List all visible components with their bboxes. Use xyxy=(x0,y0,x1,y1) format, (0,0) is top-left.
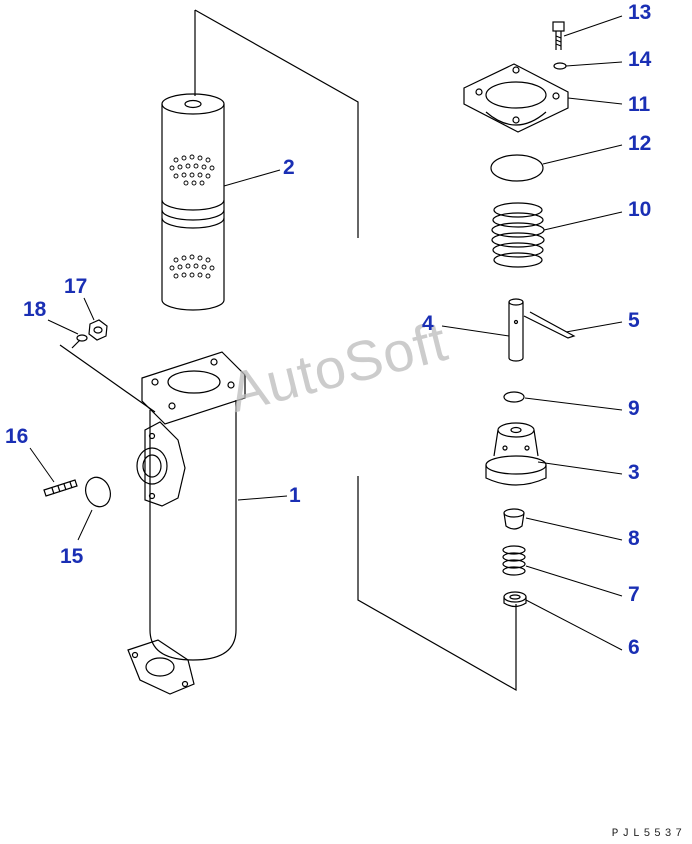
callout-2: 2 xyxy=(283,156,295,179)
pin-5 xyxy=(523,311,576,339)
spring-10 xyxy=(491,202,545,268)
o-ring-15 xyxy=(85,476,111,508)
perforation-pattern-lower xyxy=(169,254,215,279)
callout-12: 12 xyxy=(628,132,652,155)
stud-bolt-16 xyxy=(43,479,78,497)
callout-13: 13 xyxy=(628,1,652,24)
callout-8: 8 xyxy=(628,527,640,550)
drawing-code: PJL5537 xyxy=(611,828,686,840)
callout-11: 11 xyxy=(628,93,651,116)
washer-9 xyxy=(503,391,525,403)
o-ring-12 xyxy=(490,154,544,182)
pin-4 xyxy=(508,298,524,362)
leader-lines xyxy=(29,15,623,651)
perforation-pattern-upper xyxy=(169,154,215,186)
callout-14: 14 xyxy=(628,48,652,71)
callout-10: 10 xyxy=(628,198,652,221)
callout-7: 7 xyxy=(628,583,640,606)
nut-17 xyxy=(88,319,108,341)
callout-6: 6 xyxy=(628,636,640,659)
strainer-element xyxy=(161,93,225,311)
callout-9: 9 xyxy=(628,397,640,420)
callout-5: 5 xyxy=(628,309,640,332)
washer-18 xyxy=(76,334,88,342)
callout-16: 16 xyxy=(5,425,29,448)
callout-3: 3 xyxy=(628,461,640,484)
spring-7 xyxy=(502,545,526,576)
callout-17: 17 xyxy=(64,275,88,298)
strainer-case xyxy=(127,351,246,695)
callout-4: 4 xyxy=(422,312,434,335)
valve-seat-3 xyxy=(485,422,547,486)
callout-18: 18 xyxy=(23,298,47,321)
valve-8 xyxy=(503,508,525,530)
retainer-6 xyxy=(503,591,527,608)
bolt-13 xyxy=(552,21,565,50)
callout-15: 15 xyxy=(60,545,84,568)
assembly-lines xyxy=(59,9,517,692)
cover-11 xyxy=(463,63,569,133)
washer-14 xyxy=(553,62,567,70)
callout-1: 1 xyxy=(289,484,301,507)
